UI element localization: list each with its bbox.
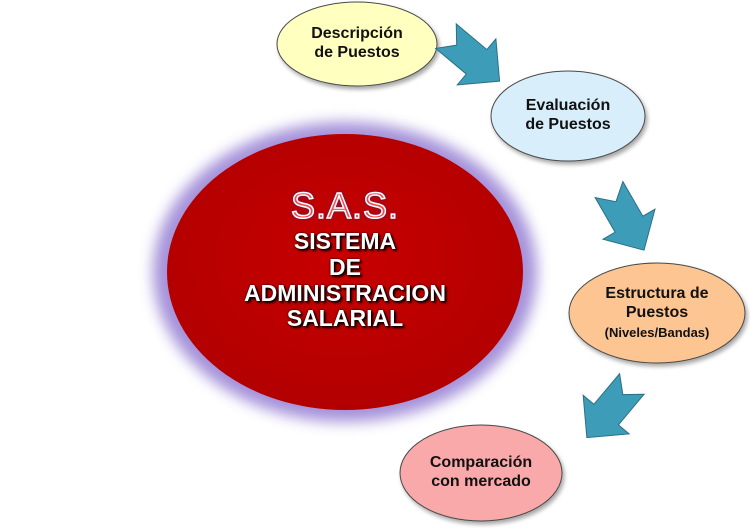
node-estructura-line-1: Estructura de [605,285,709,303]
node-descripcion-line-1: Descripción [311,25,403,43]
node-comparacion-line-1: Comparación [429,454,533,472]
node-estructura: Estructura de Puestos (Niveles/Bandas) [578,270,736,356]
center-line-3: ADMINISTRACION [244,279,446,306]
center-ellipse [167,134,523,410]
center-title: S.A.S. [290,184,400,227]
node-comparacion-line-2: con mercado [431,473,531,490]
center-line-1: SISTEMA [293,228,397,254]
arrow-2 [594,180,656,251]
evaluacion-ellipse [490,70,646,162]
center-label: S.A.S. SISTEMA DE ADMINISTRACION SALARIA… [195,184,495,332]
node-comparacion: Comparación con mercado [410,436,552,510]
node-estructura-line-3: (Niveles/Bandas) [604,325,710,341]
descripcion-ellipse [276,1,438,87]
estructura-ellipse [568,262,746,364]
comparacion-ellipse [399,424,563,522]
center-line-4: SALARIAL [286,305,404,332]
center-line-2: DE [329,253,361,280]
node-evaluacion-line-1: Evaluación [525,97,611,115]
node-descripcion-line-2: de Puestos [314,44,400,61]
node-descripcion: Descripción de Puestos [287,10,427,78]
arrow-3 [582,372,646,439]
node-estructura-line-2: Puestos [625,304,689,322]
node-evaluacion: Evaluación de Puestos [501,80,635,152]
node-evaluacion-line-2: de Puestos [525,116,611,133]
arrow-1 [434,22,501,86]
